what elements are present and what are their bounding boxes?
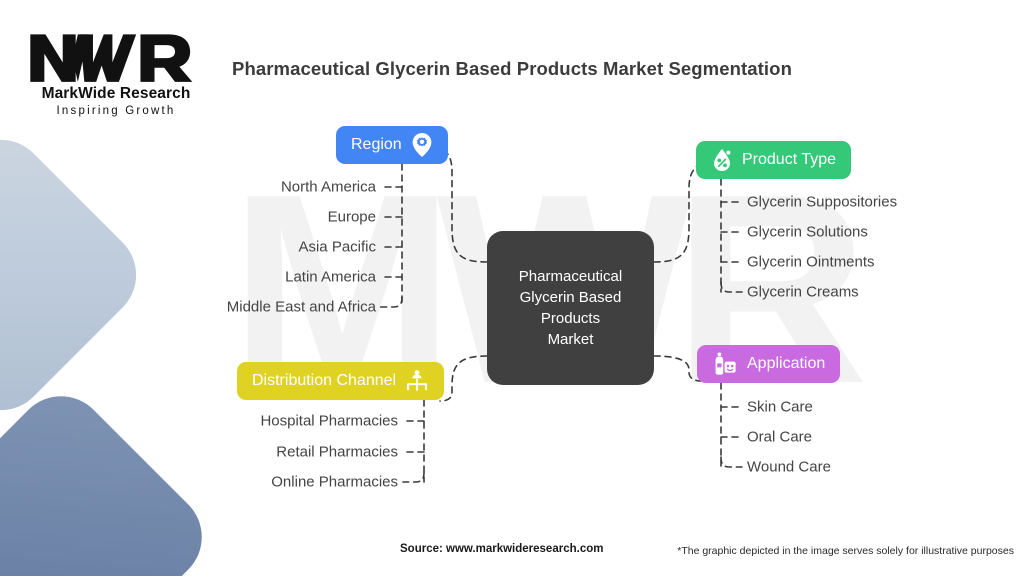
leaf-distribution-channel-2[interactable]: Online Pharmacies [271,473,398,491]
ticks-product [720,201,743,263]
leaf-distribution-channel-1[interactable]: Retail Pharmacies [276,443,398,461]
branch-label-distribution-channel: Distribution Channel [252,372,397,389]
tick-distribution-last [402,471,425,483]
branch-node-region[interactable]: Region [336,126,448,164]
leaf-product-type-3[interactable]: Glycerin Creams [747,283,859,301]
leaf-product-type-0[interactable]: Glycerin Suppositories [747,193,898,211]
brand-logo: MarkWide Research Inspiring Growth [26,30,206,117]
center-line-2: Glycerin Based [519,289,622,306]
center-line-1: Pharmaceutical [518,268,623,285]
source-label: Source: www.markwideresearch.com [400,543,604,555]
droplet-percent-icon [714,149,731,171]
center-line-4: Market [547,331,594,348]
tick-product-last [720,281,743,293]
mwr-logo-icon [30,34,193,82]
lotion-bottle-icon [715,352,736,375]
branch-node-application[interactable]: Application [697,345,841,383]
leaf-region-0[interactable]: North America [280,178,376,196]
leaf-distribution-channel-0[interactable]: Hospital Pharmacies [260,412,398,430]
leaf-region-1[interactable]: Europe [327,208,376,226]
ticks-region [379,186,403,278]
ticks-distribution [402,420,425,453]
center-node-label: Pharmaceutical Glycerin Based Products M… [511,266,630,350]
leaf-product-type-1[interactable]: Glycerin Solutions [747,223,868,241]
brand-name: MarkWide Research [41,85,191,102]
branch-label-application: Application [747,355,826,372]
ticks-application [720,406,743,438]
link-center-application [653,355,702,382]
center-node[interactable]: Pharmaceutical Glycerin Based Products M… [487,231,654,385]
leaf-region-4[interactable]: Middle East and Africa [226,298,376,316]
link-center-distribution [439,355,488,402]
location-gear-icon [412,133,432,157]
link-center-product [653,162,704,263]
leaf-region-3[interactable]: Latin America [285,268,376,286]
leaf-application-2[interactable]: Wound Care [747,458,831,476]
branch-node-distribution-channel[interactable]: Distribution Channel [237,362,445,400]
tick-region-last [379,296,403,308]
branch-node-product-type[interactable]: Product Type [696,141,851,179]
disclaimer-label: *The graphic depicted in the image serve… [677,545,1014,557]
leaf-application-1[interactable]: Oral Care [747,428,813,446]
center-line-3: Products [540,310,601,327]
page-title: Pharmaceutical Glycerin Based Products M… [232,58,792,79]
leaf-application-0[interactable]: Skin Care [747,398,813,416]
leaf-region-2[interactable]: Asia Pacific [298,238,376,256]
branch-label-product-type: Product Type [742,151,836,168]
branch-label-region: Region [351,136,402,153]
link-center-region [436,146,488,263]
leaf-product-type-2[interactable]: Glycerin Ointments [747,253,875,271]
distribution-network-icon [406,370,428,391]
brand-tagline: Inspiring Growth [56,105,176,117]
tick-application-last [720,456,743,468]
